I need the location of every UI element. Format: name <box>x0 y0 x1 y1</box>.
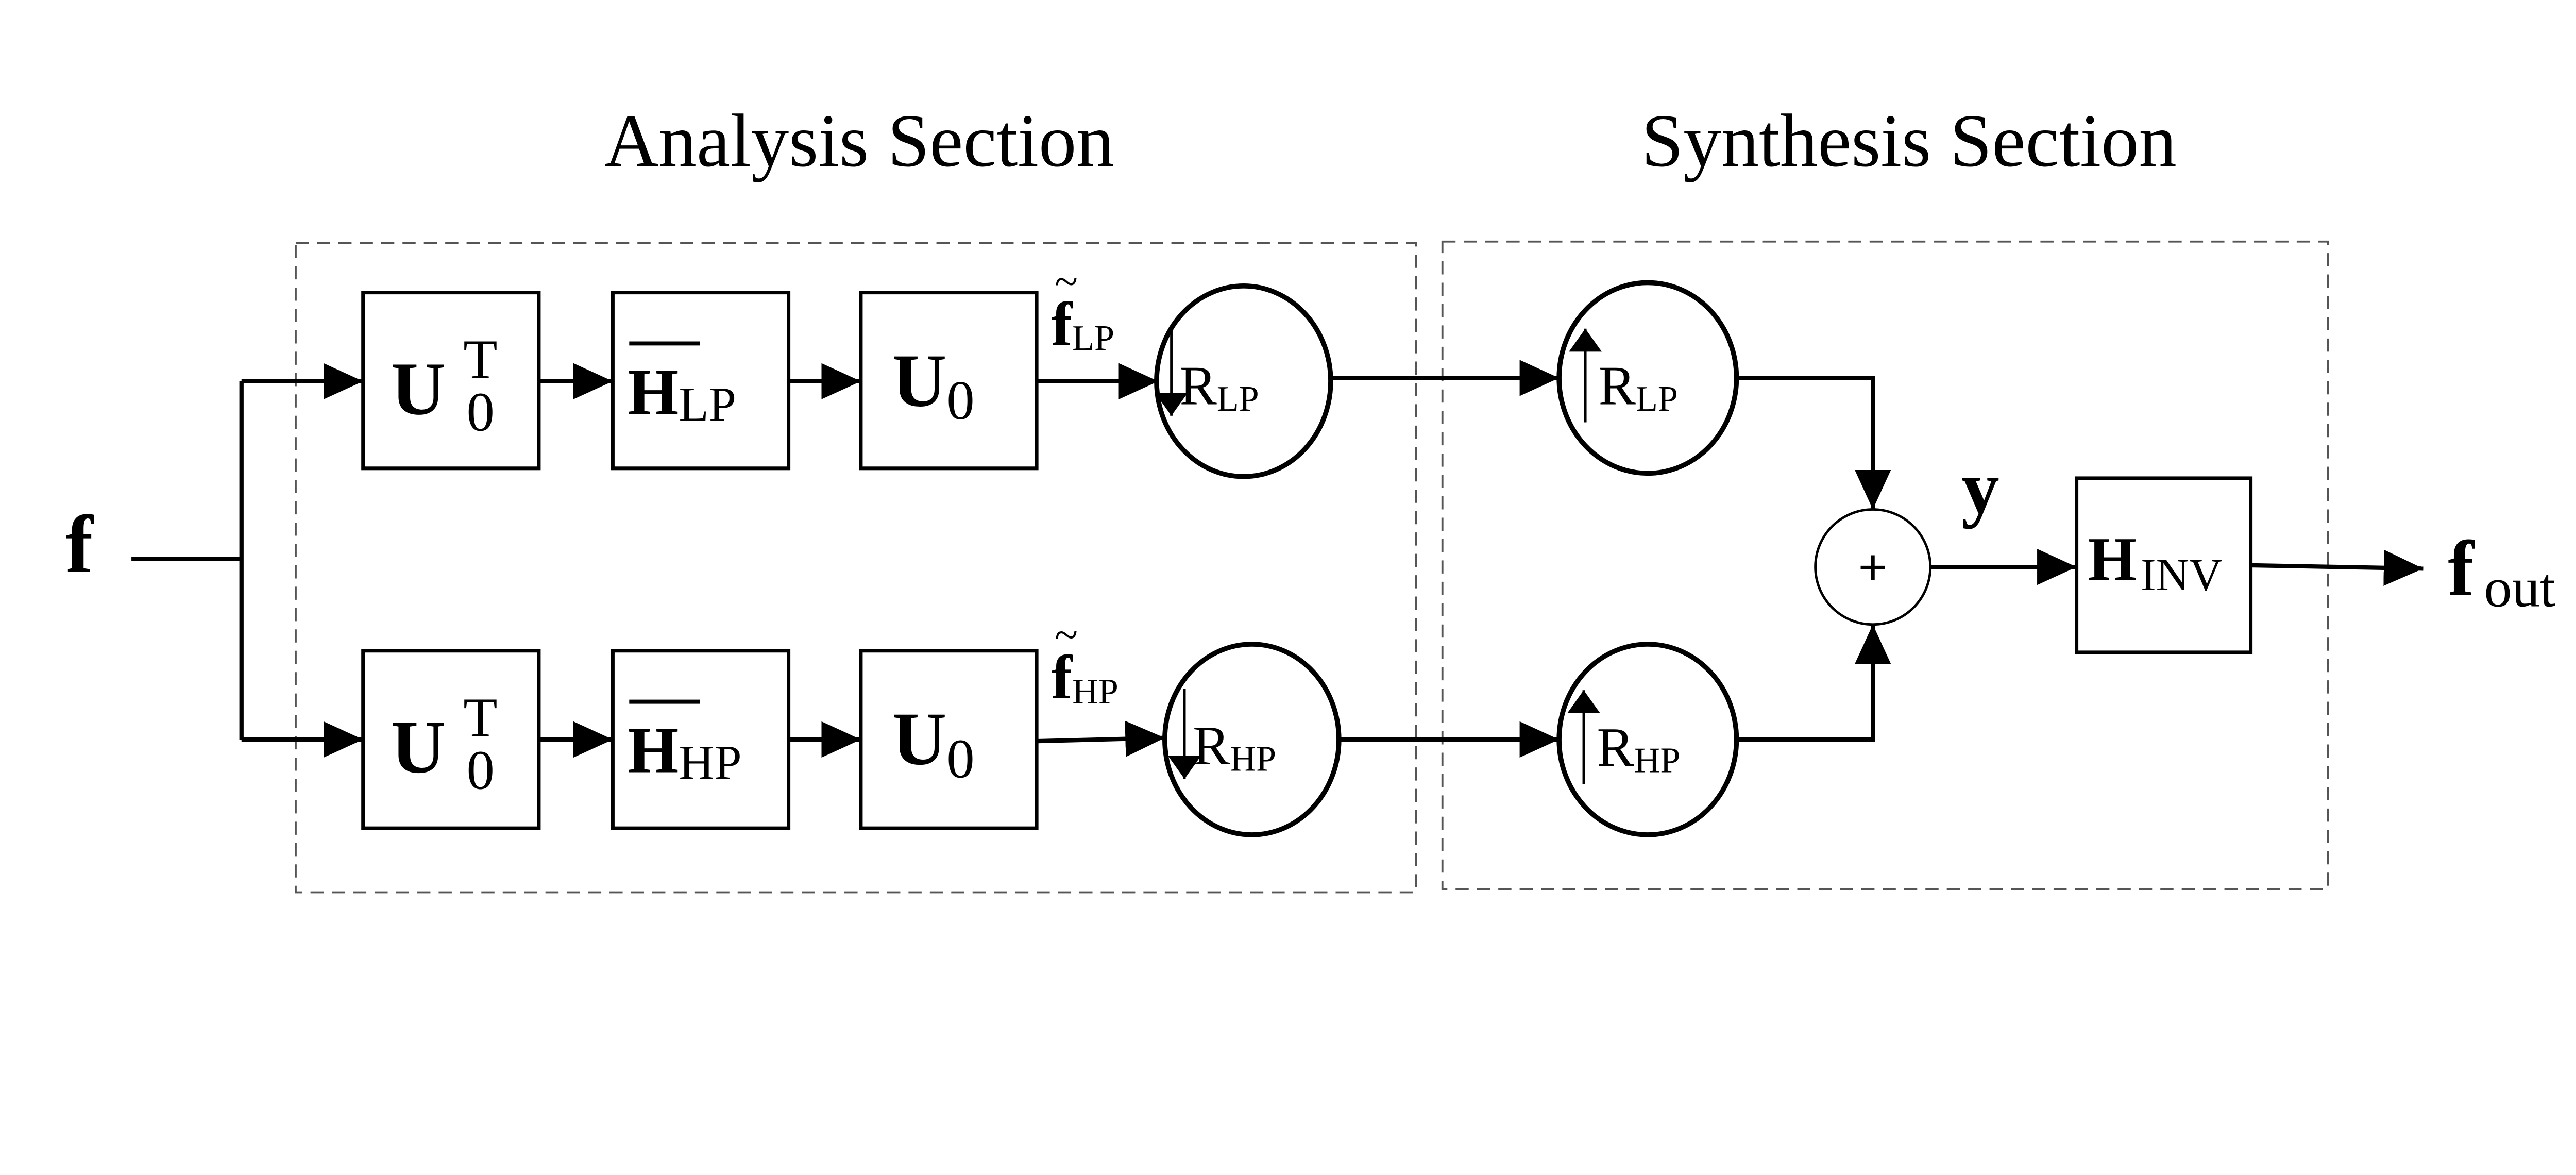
arrow <box>1036 720 1165 757</box>
u0-transpose-block-hp <box>361 649 541 830</box>
f-tilde-hp-label: fHP <box>1052 643 1118 712</box>
u0-block-hp <box>859 649 1039 830</box>
h-inv-subscript: INV <box>2141 549 2223 600</box>
h-hp-label: HHP <box>628 714 742 790</box>
analysis-section-title: Analysis Section <box>604 98 1114 182</box>
h-inv-block <box>2075 476 2253 654</box>
output-signal-subscript: out <box>2484 557 2555 619</box>
upsampler-lp-label: RLP <box>1599 355 1678 419</box>
hp-to-adder-wire <box>1736 624 1891 742</box>
bottom-branch: U T 0 HHP U0 fHP ~ RHP RHP <box>361 611 1891 837</box>
f-tilde-lp-label: fLP <box>1052 290 1114 359</box>
y-signal-label: y <box>1961 445 1999 529</box>
filter-bank-diagram: Analysis Section Synthesis Section f U T… <box>66 98 2555 894</box>
u0-label-lp: U0 <box>892 339 974 432</box>
synthesis-section-title: Synthesis Section <box>1641 98 2177 182</box>
downsampler-hp-label: RHP <box>1193 715 1276 779</box>
h-hp-block <box>611 649 791 830</box>
u0-transpose-sub: 0 <box>467 381 495 443</box>
u0-transpose-sup: T <box>463 687 497 749</box>
downsampler-lp-label: RLP <box>1180 355 1259 419</box>
u0-block-lp <box>859 291 1039 471</box>
u0-transpose-sub: 0 <box>467 740 495 801</box>
upsampler-hp <box>1556 642 1739 837</box>
upsampler-hp-label: RHP <box>1597 716 1680 781</box>
analysis-section-border <box>295 242 1417 894</box>
top-branch: U T 0 HLP U0 fLP ~ RLP RLP <box>361 258 1891 510</box>
h-inv-label: H <box>2088 525 2137 594</box>
lp-to-adder-wire <box>1736 376 1891 510</box>
downsampler-lp <box>1154 283 1333 479</box>
output-signal-label: f <box>2448 525 2475 612</box>
u0-transpose-block-lp <box>361 291 541 471</box>
u0-transpose-label-lp: U <box>391 347 446 431</box>
tilde-mark: ~ <box>1055 258 1078 305</box>
h-lp-label: HLP <box>628 356 736 432</box>
input-signal-label: f <box>66 499 94 590</box>
u0-transpose-label-hp: U <box>391 705 446 789</box>
input-wire <box>131 381 244 740</box>
h-lp-block <box>611 291 791 471</box>
adder-plus-icon: + <box>1858 539 1888 597</box>
output-arrow <box>2250 549 2424 586</box>
tilde-mark: ~ <box>1055 611 1078 659</box>
u0-transpose-sup: T <box>463 328 497 390</box>
u0-label-hp: U0 <box>892 697 974 790</box>
